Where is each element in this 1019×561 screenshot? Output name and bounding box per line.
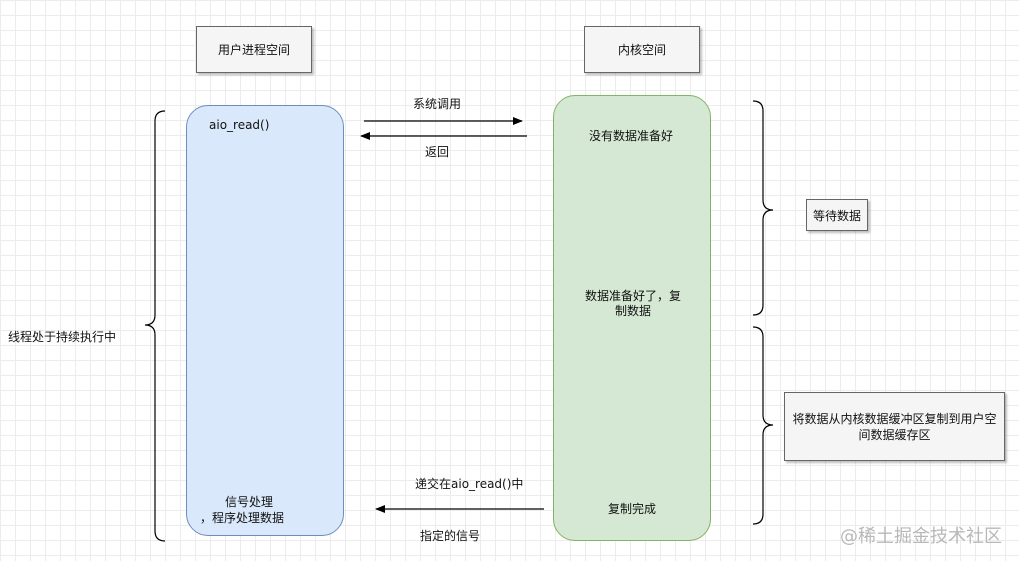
kernel-space-header-label: 内核空间 xyxy=(617,43,666,57)
aio-read-call-label: aio_read() xyxy=(209,118,270,132)
data-ready-label-line2: 制数据 xyxy=(614,304,651,318)
copy-done-label: 复制完成 xyxy=(608,502,657,516)
thread-running-label: 线程处于持续执行中 xyxy=(8,330,117,344)
user-space-header: 用户进程空间 xyxy=(196,26,312,73)
signal-handling-label-line1: 信号处理 xyxy=(225,495,274,509)
deliver-label: 递交在aio_read()中 xyxy=(415,477,524,491)
watermark: @稀土掘金技术社区 xyxy=(840,526,1002,547)
copy-description-box: 将数据从内核数据缓冲区复制到用户空 间数据缓存区 xyxy=(784,392,1005,461)
user-space-header-label: 用户进程空间 xyxy=(217,43,290,57)
no-data-ready-label: 没有数据准备好 xyxy=(589,129,674,143)
copy-description-line1: 将数据从内核数据缓冲区复制到用户空 xyxy=(792,411,997,426)
waiting-data-box: 等待数据 xyxy=(806,199,868,231)
kernel-space-header: 内核空间 xyxy=(584,26,700,73)
copy-description-line2: 间数据缓存区 xyxy=(858,427,931,442)
right-brace-copy xyxy=(752,326,774,525)
user-process-lane xyxy=(186,105,344,536)
syscall-label: 系统调用 xyxy=(413,97,462,111)
waiting-data-label: 等待数据 xyxy=(812,208,861,223)
left-brace xyxy=(144,110,166,542)
signal-handling-label-line2: ，程序处理数据 xyxy=(200,511,285,525)
specified-signal-label: 指定的信号 xyxy=(420,529,481,543)
right-brace-waiting xyxy=(752,100,774,316)
data-ready-label-line1: 数据准备好了，复 xyxy=(584,289,681,303)
return-label: 返回 xyxy=(425,145,450,159)
kernel-lane xyxy=(553,95,711,541)
